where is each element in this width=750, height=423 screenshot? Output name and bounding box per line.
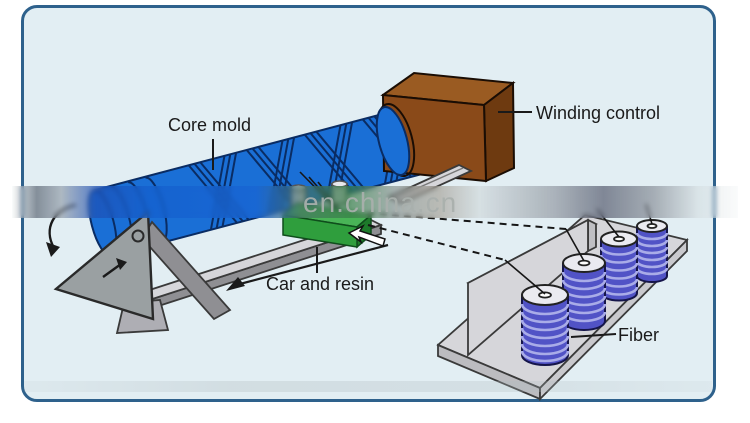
rotation-arrow-small-icon [102, 258, 127, 278]
watermark-blur-band [12, 186, 738, 218]
fiber-spool [635, 219, 669, 283]
carriage-motion-arrow-icon [226, 243, 389, 291]
fiber-guide-icon [347, 224, 386, 247]
fiber-spool [599, 230, 639, 302]
watermark-text: en.china.cn [303, 187, 458, 218]
core-mold-label: Core mold [168, 115, 252, 135]
fiber-label: Fiber [618, 325, 660, 345]
fiber-spool [561, 253, 607, 331]
bottom-blur-band [24, 381, 712, 392]
fiber-spool [520, 284, 570, 366]
winding-control-box [375, 71, 516, 183]
fiber-leader-line [570, 333, 617, 338]
car-and-resin-label: Car and resin [266, 274, 375, 294]
mandrel-support-frame [53, 209, 232, 321]
winding-control-label: Winding control [536, 103, 661, 123]
